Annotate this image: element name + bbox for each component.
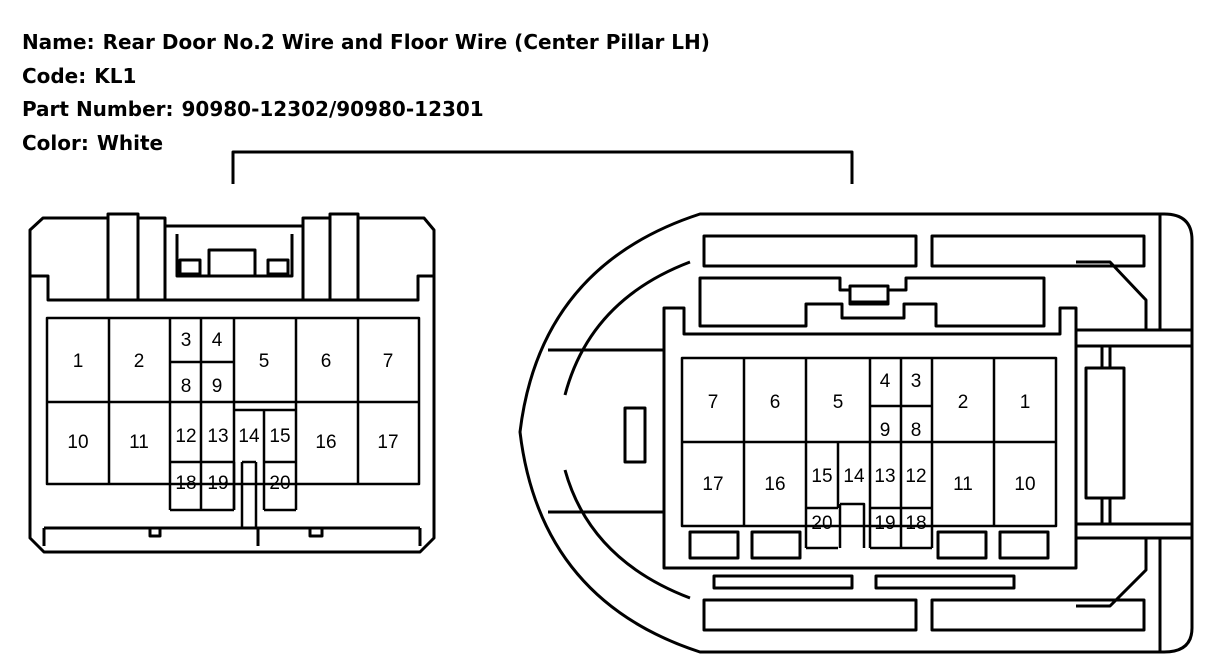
right-rail-r (874, 574, 1016, 590)
right-clip-posts (1100, 346, 1112, 524)
code-value: KL1 (94, 64, 137, 88)
left-housing (28, 212, 436, 554)
right-pin-15: 15 (811, 466, 832, 487)
left-lock-frame (163, 226, 305, 302)
left-pin-labels: 1 2 3 4 5 6 7 8 9 10 11 12 13 14 15 16 1… (67, 330, 398, 494)
right-pin-10: 10 (1014, 474, 1035, 495)
left-pin-17: 17 (377, 432, 398, 453)
left-pin-4: 4 (212, 330, 223, 351)
left-pin-6: 6 (321, 351, 332, 372)
right-pin-6: 6 (770, 392, 781, 413)
right-clip-arms (1076, 260, 1148, 608)
left-pin-15: 15 (269, 426, 290, 447)
right-bottom-slot-1 (688, 530, 740, 560)
right-pin-18: 18 (905, 513, 926, 534)
right-top-slot-l (702, 234, 918, 268)
part-number-label: Part Number: (21, 97, 174, 121)
right-tongue (548, 348, 666, 514)
left-pin-9: 9 (212, 376, 223, 397)
left-shoulder (30, 274, 434, 302)
right-cavity-grid (680, 356, 1058, 550)
right-tongue-slot (623, 406, 647, 464)
left-pin-8: 8 (181, 376, 192, 397)
left-pin-1: 1 (73, 351, 84, 372)
left-lock-notch-l (178, 258, 202, 276)
left-bottom-tabs (42, 528, 422, 546)
right-inner-arc (563, 260, 691, 600)
right-pin-5: 5 (833, 392, 844, 413)
right-rail-l (712, 574, 854, 590)
left-pin-18: 18 (175, 473, 196, 494)
name-label: Name: (21, 30, 95, 54)
right-outer-shell (518, 212, 1194, 654)
right-connector: 7 6 5 4 3 2 1 9 8 17 16 15 14 13 12 11 1… (518, 212, 1194, 654)
name-row: Name: Rear Door No.2 Wire and Floor Wire … (8, 6, 710, 54)
right-pin-16: 16 (764, 474, 785, 495)
color-value: White (96, 131, 164, 155)
right-pin-4: 4 (880, 371, 891, 392)
code-label: Code: (21, 64, 87, 88)
right-pin-1: 1 (1020, 392, 1031, 413)
left-pin-11: 11 (129, 432, 149, 453)
left-pin-13: 13 (207, 426, 228, 447)
left-lock-inner (175, 234, 294, 278)
left-cavity-grid (45, 316, 421, 528)
right-clip-body (1084, 366, 1126, 500)
right-pin-11: 11 (953, 474, 973, 495)
left-pin-10: 10 (67, 432, 88, 453)
left-pin-16: 16 (315, 432, 336, 453)
left-pin-3: 3 (181, 330, 192, 351)
right-pin-7: 7 (708, 392, 719, 413)
left-pin-14: 14 (238, 426, 260, 447)
right-bottom-slot-3 (936, 530, 988, 560)
left-lock-notch-r (266, 258, 290, 276)
left-guides (106, 218, 360, 300)
left-pin-7: 7 (383, 351, 394, 372)
connector-bracket (231, 150, 854, 184)
right-pin-17: 17 (702, 474, 723, 495)
left-pin-19: 19 (207, 473, 228, 494)
right-pin-3: 3 (911, 371, 922, 392)
left-pin-12: 12 (175, 426, 196, 447)
right-pin-19: 19 (874, 513, 895, 534)
right-pin-8: 8 (911, 420, 922, 441)
right-pin-9: 9 (880, 420, 891, 441)
left-connector: 1 2 3 4 5 6 7 8 9 10 11 12 13 14 15 16 1… (28, 212, 436, 554)
color-label: Color: (21, 131, 89, 155)
right-pin-12: 12 (905, 466, 926, 487)
left-lock-tab (207, 248, 257, 278)
right-pin-2: 2 (958, 392, 969, 413)
color-row: Color: White (8, 107, 163, 155)
right-bottom-slot-2 (750, 530, 802, 560)
right-pin-labels: 7 6 5 4 3 2 1 9 8 17 16 15 14 13 12 11 1… (702, 371, 1035, 534)
right-pin-14: 14 (843, 466, 865, 487)
right-bottom-long-slot-r (930, 598, 1146, 632)
right-inner-frame (662, 306, 1078, 570)
right-bottom-long-slot-l (702, 598, 918, 632)
left-pin-5: 5 (259, 351, 270, 372)
right-top-slot-r (930, 234, 1146, 268)
right-lock-tab (848, 284, 890, 306)
part-number-row: Part Number: 90980-12302/90980-12301 (8, 73, 484, 121)
left-pin-2: 2 (134, 351, 145, 372)
name-value: Rear Door No.2 Wire and Floor Wire (Cent… (102, 30, 710, 54)
part-number-value: 90980-12302/90980-12301 (181, 97, 484, 121)
right-pin-20: 20 (811, 513, 832, 534)
right-pin-13: 13 (874, 466, 895, 487)
left-pin-20: 20 (269, 473, 290, 494)
right-bottom-slot-4 (998, 530, 1050, 560)
right-clip-rails (1076, 328, 1192, 540)
code-row: Code: KL1 (8, 40, 136, 88)
